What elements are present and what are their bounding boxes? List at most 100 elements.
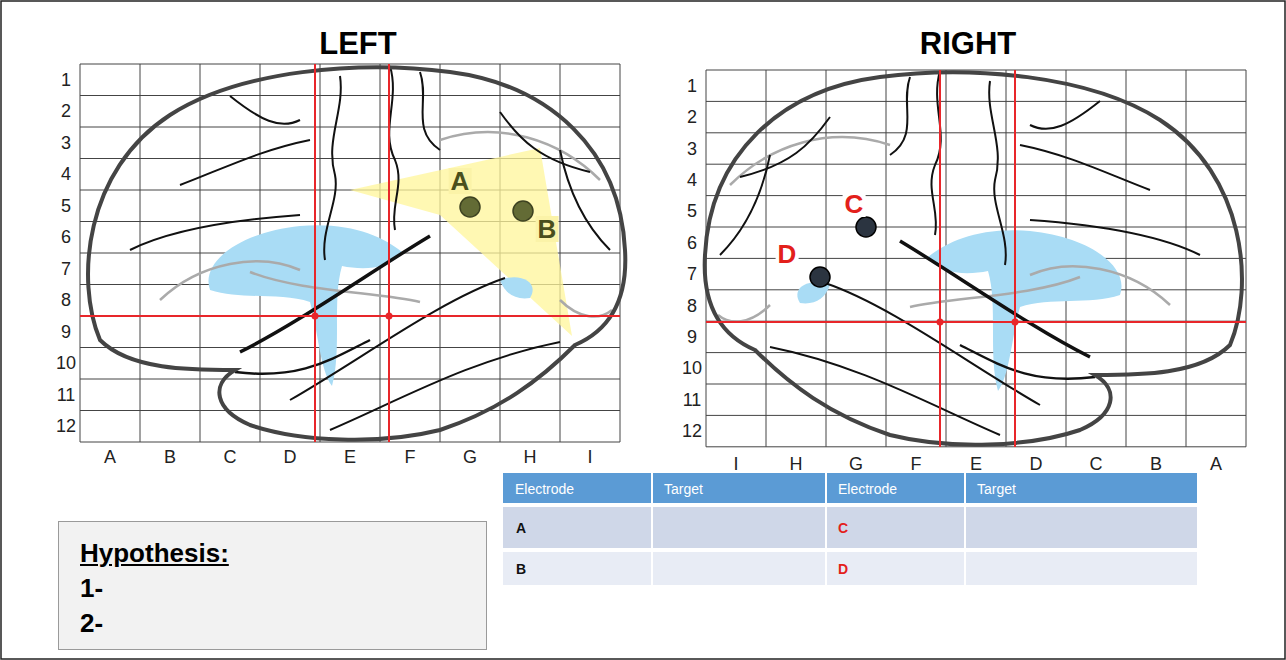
table-cell: A [516,521,526,535]
red-line [80,315,620,317]
grid-line [80,316,620,317]
grid-line [706,132,1246,133]
electrode-label: D [776,241,799,267]
red-line [388,64,390,442]
row-number: 1 [61,71,71,89]
row-number: 1 [687,77,697,95]
box-line: 2- [80,606,466,641]
column-letter: D [1030,455,1043,473]
intersection-dots [312,313,1019,326]
row-number: 5 [61,197,71,215]
table-header [503,473,1197,503]
red-dot [1012,319,1019,326]
table-cell: C [838,521,848,535]
red-line [1014,70,1016,447]
row-number: 11 [57,386,76,404]
column-letter: I [587,448,592,466]
grid-line [80,127,620,128]
row-number: 3 [687,140,697,158]
grid-line [706,227,1246,228]
column-letter: C [1090,455,1103,473]
column-letter: H [524,448,537,466]
column-letter: E [970,455,982,473]
grids [80,64,1246,447]
table-divider [964,473,966,585]
electrode-dot [460,197,480,217]
column-letter: C [224,448,237,466]
table-header: Target [977,482,1016,496]
electrode-dot [810,267,830,287]
row-number: 5 [687,202,697,220]
electrode-dot [856,217,876,237]
row-number: 7 [61,260,71,278]
grid-line [80,95,620,96]
right-hemisphere [705,71,1242,445]
row-number: 10 [56,354,76,372]
electrode-dot [513,201,533,221]
panel-title: RIGHT [920,28,1016,59]
row-number: 12 [682,422,702,440]
grid-line [80,64,620,65]
grid-line [706,321,1246,322]
grid-line [706,101,1246,102]
table-cell: B [516,562,526,576]
grid-line [706,70,1246,71]
red-dot [386,313,393,320]
hypothesis-box: Hypothesis:1-2- [58,521,487,650]
column-letter: F [405,448,416,466]
table-background [503,473,1197,585]
table-divider [825,473,827,585]
column-letter: D [284,448,297,466]
box-heading: Hypothesis: [80,536,466,571]
row-number: 3 [61,134,71,152]
red-line [939,70,941,447]
table-header: Electrode [515,482,574,496]
row-number: 9 [61,323,71,341]
grid-line [706,195,1246,196]
box-line: 1- [80,571,466,606]
column-letter: G [849,455,863,473]
electrode-label: A [449,168,472,194]
column-letter: B [164,448,176,466]
table-row [503,507,1197,548]
red-dot [937,319,944,326]
brain-outline [705,71,1242,445]
brain-outline [88,66,625,440]
red-line [314,64,316,442]
column-letter: A [1210,455,1222,473]
electrode-label: B [536,216,559,242]
row-number: 4 [61,165,71,183]
grid-line [706,164,1246,165]
row-number: 10 [682,359,702,377]
table-header: Electrode [838,482,897,496]
grid-line [706,415,1246,416]
column-letter: F [911,455,922,473]
row-number: 8 [61,291,71,309]
table-header: Target [664,482,703,496]
column-letter: B [1150,455,1162,473]
column-letter: G [463,448,477,466]
column-letter: I [733,455,738,473]
red-dot [312,313,319,320]
electrode-label: C [843,191,866,217]
reference-lines [80,64,1246,447]
table-row [503,552,1197,585]
panel-title: LEFT [319,28,397,59]
column-letter: E [344,448,356,466]
row-number: 11 [683,391,702,409]
table-cell: D [838,562,848,576]
row-number: 12 [56,417,76,435]
row-number: 6 [687,234,697,252]
row-number: 9 [687,328,697,346]
grid-line [80,410,620,411]
column-letter: A [104,448,116,466]
red-line [706,321,1246,323]
row-number: 2 [61,102,71,120]
left-hemisphere [88,66,625,440]
row-number: 4 [687,171,697,189]
row-number: 8 [687,297,697,315]
grid-line [706,384,1246,385]
row-number: 2 [687,108,697,126]
table-divider [651,473,653,585]
